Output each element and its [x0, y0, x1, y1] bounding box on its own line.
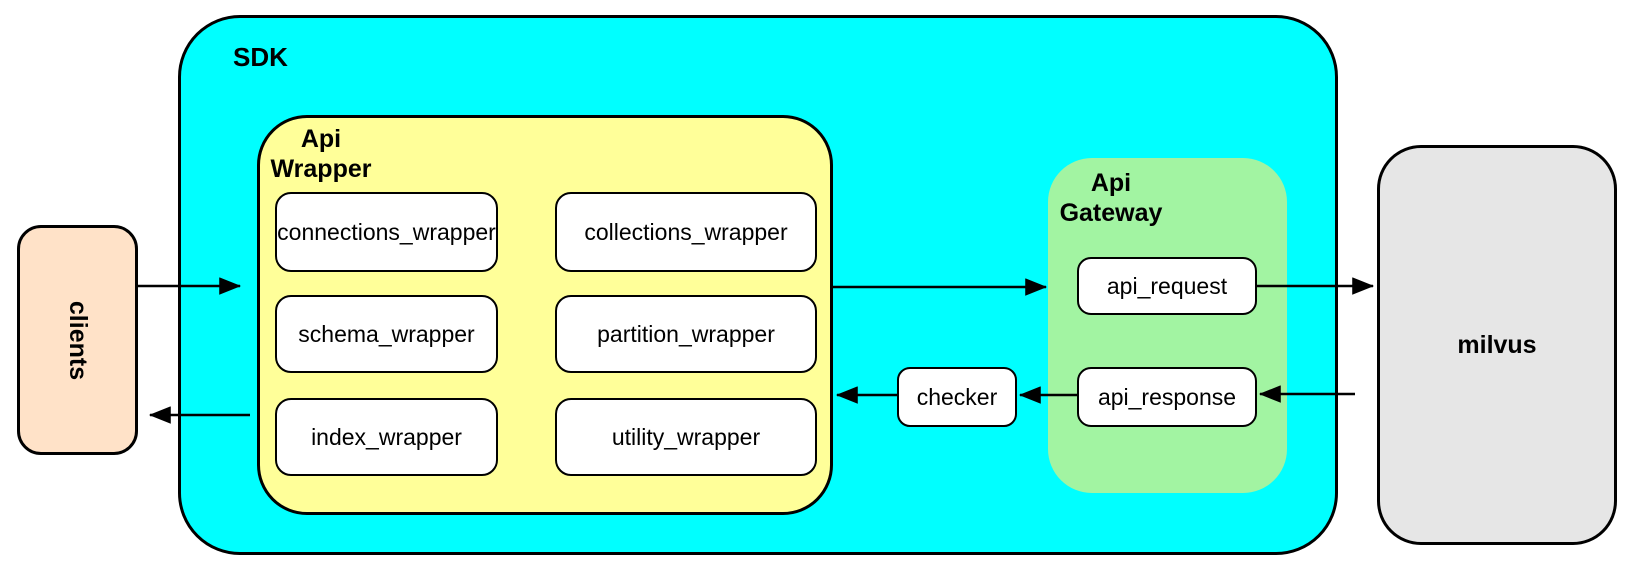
node-connections-wrapper: connections_wrapper [275, 192, 498, 272]
api-gateway-label: Api Gateway [1059, 169, 1163, 227]
node-api-request: api_request [1077, 257, 1257, 315]
node-utility-wrapper: utility_wrapper [555, 398, 817, 476]
container-api-gateway: Api Gateway [1048, 158, 1287, 493]
milvus-label: milvus [1457, 330, 1537, 359]
api-wrapper-label: Api Wrapper [270, 125, 372, 183]
node-partition-wrapper: partition_wrapper [555, 295, 817, 373]
node-milvus: milvus [1377, 145, 1617, 545]
node-schema-wrapper: schema_wrapper [275, 295, 498, 373]
clients-label: clients [63, 300, 92, 380]
sdk-label: SDK [233, 42, 288, 72]
node-api-response: api_response [1077, 367, 1257, 427]
node-clients: clients [17, 225, 138, 455]
node-index-wrapper: index_wrapper [275, 398, 498, 476]
node-collections-wrapper: collections_wrapper [555, 192, 817, 272]
node-checker: checker [897, 367, 1017, 427]
